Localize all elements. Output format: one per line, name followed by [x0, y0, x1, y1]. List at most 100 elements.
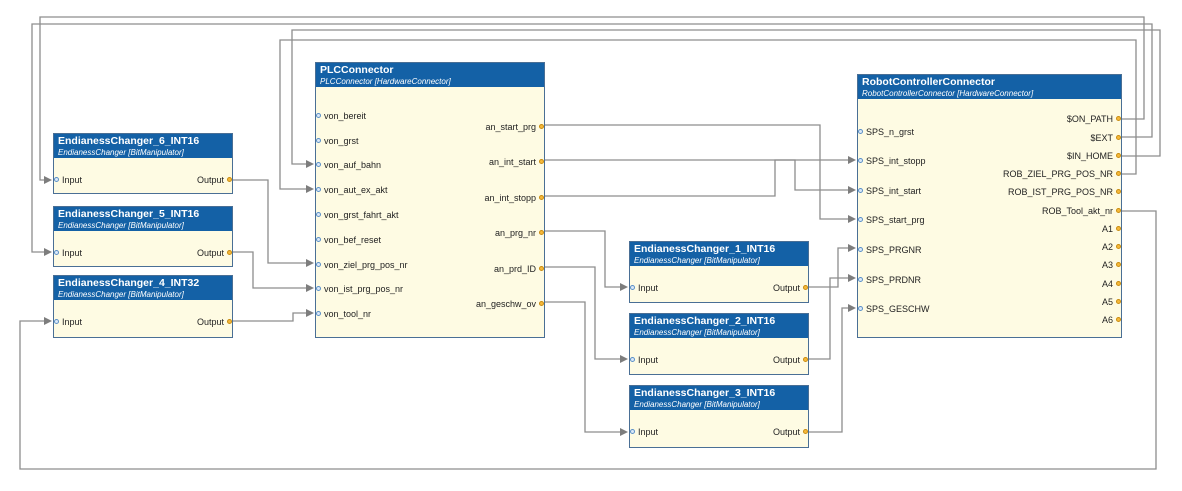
port-an-int-start[interactable]: an_int_start	[489, 156, 544, 168]
port-in-home[interactable]: $IN_HOME	[1067, 150, 1121, 162]
input-port-dot[interactable]	[316, 286, 321, 291]
input-port-dot[interactable]	[630, 357, 635, 362]
output-port-dot[interactable]	[227, 177, 232, 182]
input-port-dot[interactable]	[316, 162, 321, 167]
endianess-changer-1-block[interactable]: EndianessChanger_1_INT16 EndianessChange…	[629, 241, 809, 303]
block-header[interactable]: EndianessChanger_2_INT16 EndianessChange…	[630, 314, 808, 338]
port-von-aut-ex-akt[interactable]: von_aut_ex_akt	[316, 184, 388, 196]
port-von-bef-reset[interactable]: von_bef_reset	[316, 234, 381, 246]
wire-ext-to-ec5[interactable]	[31, 23, 1153, 253]
port-a3[interactable]: A3	[1102, 259, 1121, 271]
port-input[interactable]: Input	[630, 354, 658, 366]
input-port-dot[interactable]	[630, 429, 635, 434]
output-port-dot[interactable]	[1116, 153, 1121, 158]
port-output[interactable]: Output	[773, 282, 808, 294]
endianess-changer-4-block[interactable]: EndianessChanger_4_INT32 EndianessChange…	[53, 275, 233, 338]
input-port-dot[interactable]	[316, 237, 321, 242]
block-header[interactable]: EndianessChanger_3_INT16 EndianessChange…	[630, 386, 808, 410]
wire-tool-to-ec4[interactable]	[19, 210, 1157, 470]
endianess-changer-2-block[interactable]: EndianessChanger_2_INT16 EndianessChange…	[629, 313, 809, 375]
input-port-dot[interactable]	[630, 285, 635, 290]
port-an-prd-id[interactable]: an_prd_ID	[494, 263, 544, 275]
input-port-dot[interactable]	[858, 247, 863, 252]
output-port-dot[interactable]	[539, 266, 544, 271]
wire-ec1-to-robot[interactable]	[809, 247, 854, 288]
block-header[interactable]: EndianessChanger_6_INT16 EndianessChange…	[54, 134, 232, 158]
input-port-dot[interactable]	[54, 177, 59, 182]
output-port-dot[interactable]	[539, 195, 544, 200]
endianess-changer-3-block[interactable]: EndianessChanger_3_INT16 EndianessChange…	[629, 385, 809, 448]
wire-prg-nr[interactable]	[545, 230, 626, 288]
port-sps-start-prg[interactable]: SPS_start_prg	[858, 214, 925, 226]
input-port-dot[interactable]	[316, 138, 321, 143]
input-port-dot[interactable]	[858, 217, 863, 222]
input-port-dot[interactable]	[316, 311, 321, 316]
port-a5[interactable]: A5	[1102, 296, 1121, 308]
output-port-dot[interactable]	[1116, 116, 1121, 121]
port-input[interactable]: Input	[54, 247, 82, 259]
endianess-changer-5-block[interactable]: EndianessChanger_5_INT16 EndianessChange…	[53, 206, 233, 267]
port-an-geschw-ov[interactable]: an_geschw_ov	[476, 298, 544, 310]
port-von-bereit[interactable]: von_bereit	[316, 110, 366, 122]
wire-prd-id[interactable]	[545, 266, 626, 360]
port-an-prg-nr[interactable]: an_prg_nr	[495, 227, 544, 239]
port-a6[interactable]: A6	[1102, 314, 1121, 326]
output-port-dot[interactable]	[227, 319, 232, 324]
output-port-dot[interactable]	[539, 124, 544, 129]
port-sps-prdnr[interactable]: SPS_PRDNR	[858, 274, 921, 286]
port-ext[interactable]: $EXT	[1090, 132, 1121, 144]
wire-start-prg[interactable]	[545, 124, 854, 220]
port-input[interactable]: Input	[630, 282, 658, 294]
port-sps-geschw[interactable]: SPS_GESCHW	[858, 303, 930, 315]
port-input[interactable]: Input	[54, 316, 82, 328]
port-von-tool-nr[interactable]: von_tool_nr	[316, 308, 371, 320]
wire-ec4-to-plc[interactable]	[233, 312, 312, 322]
output-port-dot[interactable]	[1116, 189, 1121, 194]
plc-connector-block[interactable]: PLCConnector PLCConnector [HardwareConne…	[315, 62, 545, 338]
wire-on-path-to-ec6[interactable]	[39, 16, 1145, 181]
wire-in-home-to-plc[interactable]	[291, 29, 1161, 165]
port-von-grst-fahrt-akt[interactable]: von_grst_fahrt_akt	[316, 209, 399, 221]
port-an-start-prg[interactable]: an_start_prg	[485, 121, 544, 133]
endianess-changer-6-block[interactable]: EndianessChanger_6_INT16 EndianessChange…	[53, 133, 233, 194]
output-port-dot[interactable]	[1116, 226, 1121, 231]
port-on-path[interactable]: $ON_PATH	[1067, 113, 1121, 125]
plc-connector-header[interactable]: PLCConnector PLCConnector [HardwareConne…	[316, 63, 544, 87]
port-input[interactable]: Input	[54, 174, 82, 186]
port-a1[interactable]: A1	[1102, 223, 1121, 235]
output-port-dot[interactable]	[1116, 317, 1121, 322]
port-sps-int-start[interactable]: SPS_int_start	[858, 185, 921, 197]
wire-ec3-to-robot[interactable]	[809, 307, 854, 433]
block-header[interactable]: EndianessChanger_1_INT16 EndianessChange…	[630, 242, 808, 266]
robot-controller-connector-block[interactable]: RobotControllerConnector RobotController…	[857, 74, 1122, 338]
output-port-dot[interactable]	[539, 230, 544, 235]
wire-ziel-to-plc[interactable]	[279, 39, 1137, 190]
output-port-dot[interactable]	[803, 285, 808, 290]
output-port-dot[interactable]	[539, 301, 544, 306]
port-von-ist-prg-pos-nr[interactable]: von_ist_prg_pos_nr	[316, 283, 403, 295]
port-sps-n-grst[interactable]: SPS_n_grst	[858, 126, 914, 138]
input-port-dot[interactable]	[54, 319, 59, 324]
input-port-dot[interactable]	[858, 129, 863, 134]
port-sps-prgnr[interactable]: SPS_PRGNR	[858, 244, 922, 256]
input-port-dot[interactable]	[858, 188, 863, 193]
port-a4[interactable]: A4	[1102, 278, 1121, 290]
port-output[interactable]: Output	[773, 354, 808, 366]
output-port-dot[interactable]	[1116, 262, 1121, 267]
port-von-grst[interactable]: von_grst	[316, 135, 359, 147]
output-port-dot[interactable]	[803, 429, 808, 434]
wire-int-start[interactable]	[545, 159, 854, 191]
input-port-dot[interactable]	[316, 212, 321, 217]
input-port-dot[interactable]	[316, 262, 321, 267]
port-sps-int-stopp[interactable]: SPS_int_stopp	[858, 155, 926, 167]
input-port-dot[interactable]	[54, 250, 59, 255]
port-a2[interactable]: A2	[1102, 241, 1121, 253]
output-port-dot[interactable]	[1116, 171, 1121, 176]
output-port-dot[interactable]	[539, 159, 544, 164]
output-port-dot[interactable]	[1116, 281, 1121, 286]
wire-int-stopp[interactable]	[545, 159, 854, 197]
wire-ec6-to-plc[interactable]	[233, 179, 312, 264]
output-port-dot[interactable]	[803, 357, 808, 362]
wire-ec5-to-plc[interactable]	[233, 251, 312, 289]
output-port-dot[interactable]	[1116, 135, 1121, 140]
